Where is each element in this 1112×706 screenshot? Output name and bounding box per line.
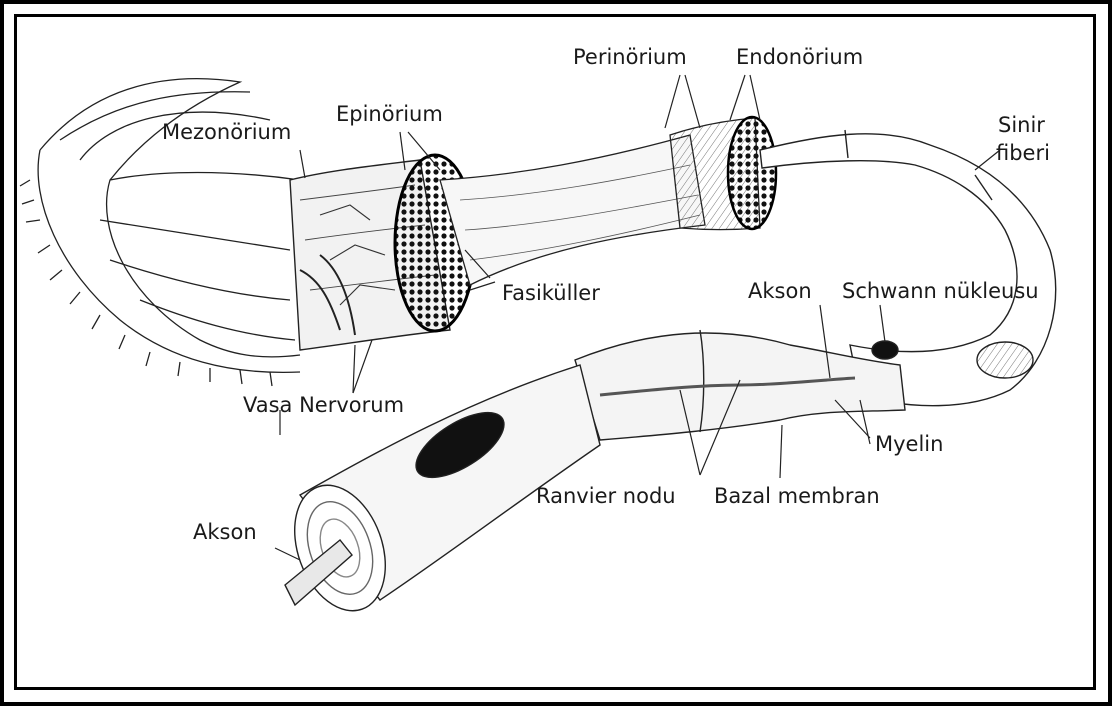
fascicles-extension <box>440 135 705 285</box>
ranvier-nodu-label: Ranvier nodu <box>536 486 676 507</box>
myelin-label: Myelin <box>875 434 943 455</box>
perinorium-label: Perinörium <box>573 47 687 68</box>
fasikuller-label: Fasiküller <box>502 283 600 304</box>
bazal-membran-label: Bazal membran <box>714 486 880 507</box>
sinir-fiberi-label-line1: Sinir <box>998 115 1045 136</box>
perineurium-segment <box>670 117 776 230</box>
vasa-nervorum-label: Vasa Nervorum <box>243 395 404 416</box>
akson-lower-label: Akson <box>193 522 257 543</box>
epinorium-label: Epinörium <box>336 104 443 125</box>
endonorium-label: Endonörium <box>736 47 863 68</box>
sinir-fiberi-label-line2: fiberi <box>996 143 1050 164</box>
mezonorium-label: Mezonörium <box>162 122 291 143</box>
akson-upper-label: Akson <box>748 281 812 302</box>
schwann-nukleusu-label: Schwann nükleusu <box>842 281 1039 302</box>
